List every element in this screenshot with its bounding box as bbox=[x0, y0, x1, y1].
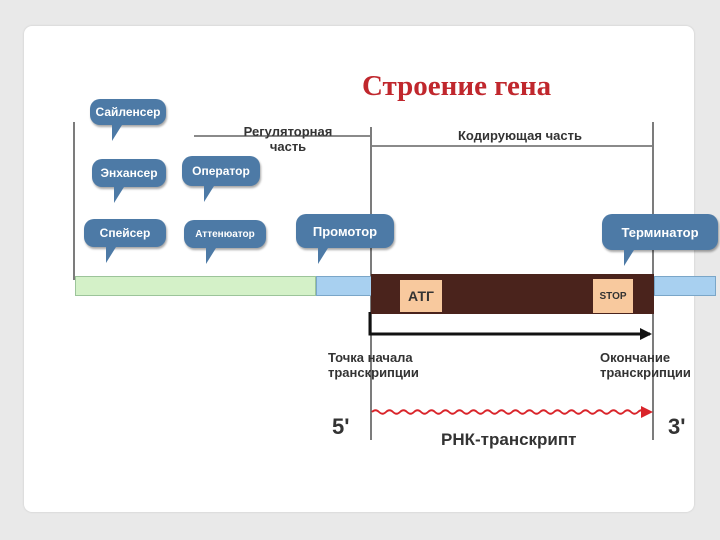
three-prime-label: 3' bbox=[668, 414, 686, 439]
transcription-arrow bbox=[368, 312, 650, 336]
diagram-title: Строение гена bbox=[362, 70, 552, 102]
terminator-bubble: Терминатор bbox=[602, 214, 718, 266]
rna-transcript-label: РНК-транскрипт bbox=[441, 430, 577, 449]
coding-part-label: Кодирующая часть bbox=[458, 128, 582, 143]
stop-codon-box: STOP bbox=[593, 279, 633, 313]
rna-arrow-head bbox=[641, 406, 653, 418]
operator-bubble: Оператор bbox=[182, 156, 260, 202]
spacer-bubble: Спейсер bbox=[84, 219, 166, 263]
transcription-arrow-head bbox=[640, 328, 652, 340]
five-prime-label: 5' bbox=[332, 414, 350, 439]
promoter-bubble: Промотор bbox=[296, 214, 394, 264]
regulatory-part-label: Регуляторная часть bbox=[243, 124, 333, 154]
promoter-region-segment bbox=[316, 276, 372, 296]
attenuator-bubble: Аттенюатор bbox=[184, 220, 266, 264]
terminator-region-segment bbox=[654, 276, 716, 296]
transcription-end-label: Окончание транскрипции bbox=[600, 350, 691, 380]
enhancer-bubble: Энхансер bbox=[92, 159, 166, 203]
atg-codon-box: АТГ bbox=[400, 280, 442, 312]
silencer-bubble: Сайленсер bbox=[90, 99, 166, 141]
rna-transcript-wave bbox=[371, 409, 646, 415]
regulatory-region-segment bbox=[75, 276, 316, 296]
transcription-start-label: Точка начала транскрипции bbox=[328, 350, 419, 380]
